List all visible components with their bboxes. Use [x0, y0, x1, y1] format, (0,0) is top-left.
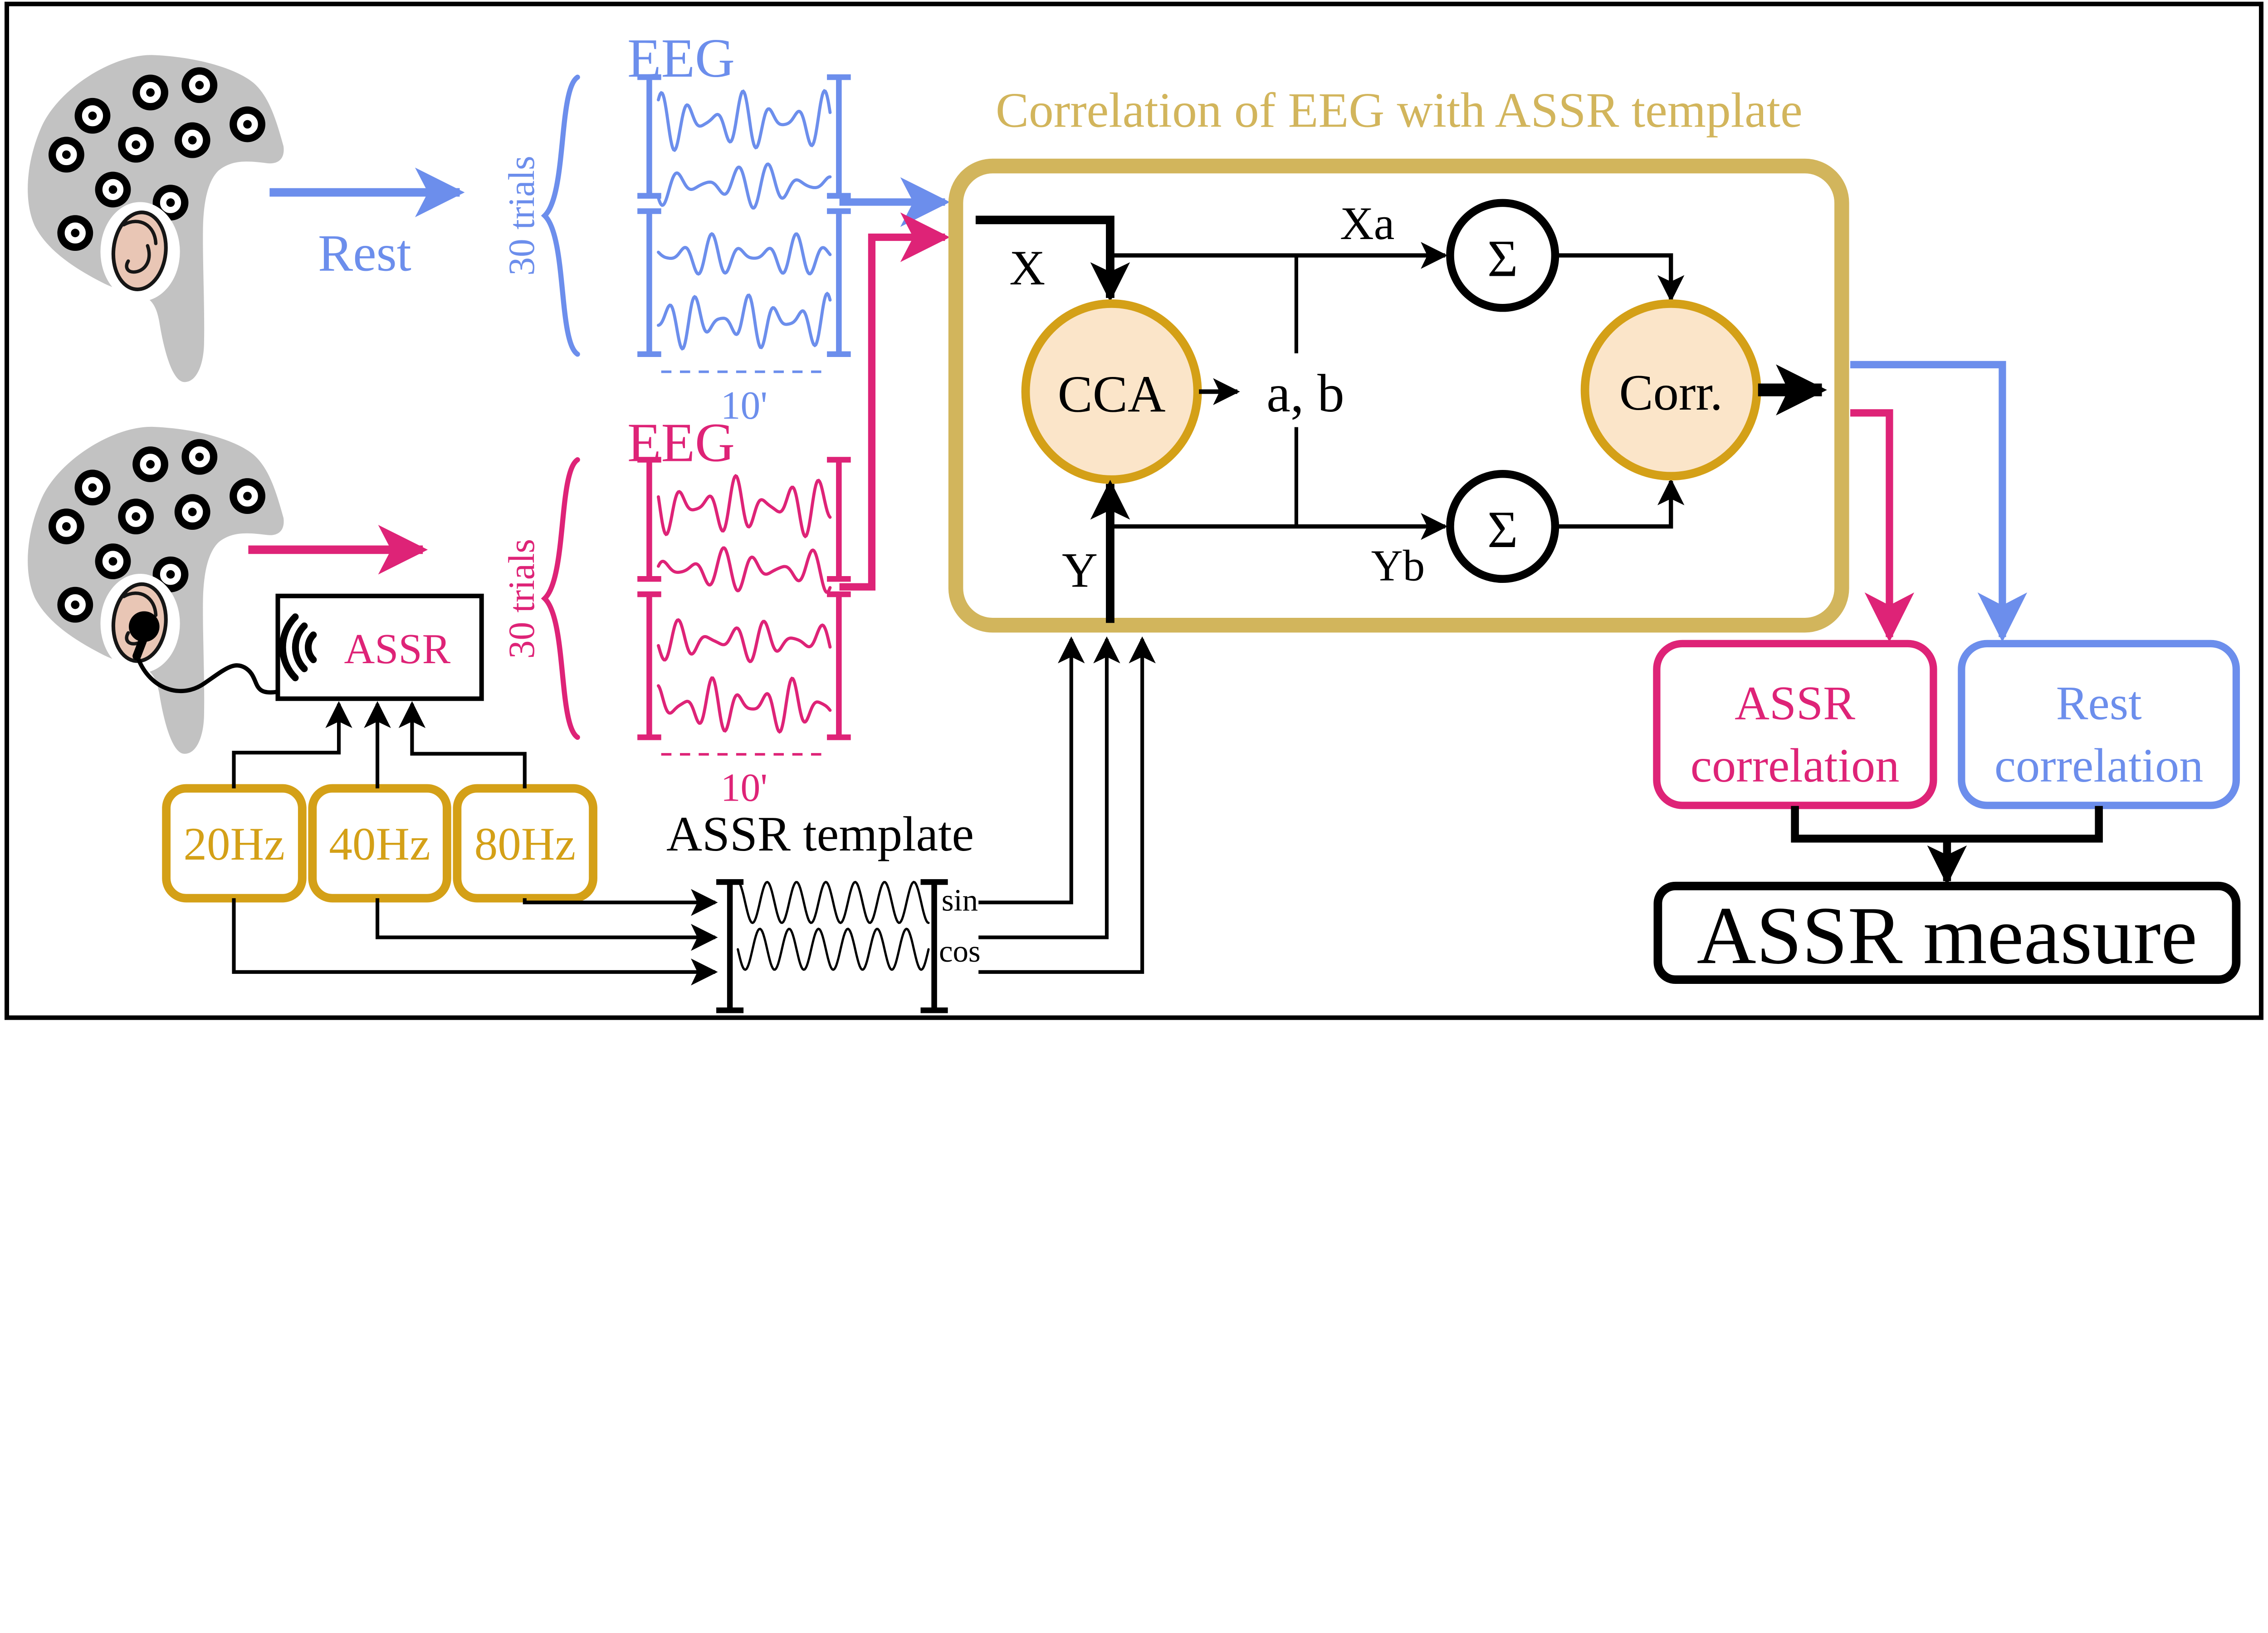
wire-80hz-to-template: [523, 889, 718, 916]
merge-bracket: [1791, 806, 2103, 843]
assr-correlation-box: [1653, 640, 1937, 809]
assr-trials-brace: [541, 457, 580, 740]
assr-duration-label: 10': [721, 766, 767, 810]
template-mid-out-line: [978, 636, 1120, 939]
eeg-bracket-bars: [637, 74, 948, 1013]
eeg-wave-trace: [657, 162, 832, 210]
assr-pipeline-figure: Rest EEG 30 trials 10' ASSR 20Hz 40Hz 80…: [5, 1, 2263, 1020]
route-assr-correlation: [1850, 409, 1915, 642]
yb-label: Yb: [1371, 541, 1425, 590]
assr-correlation-line2: correlation: [1691, 739, 1900, 792]
template-sin-out-line: [978, 636, 1085, 905]
wire-40hz-to-template: [376, 898, 718, 951]
rest-trials-label: 30 trials: [501, 156, 542, 275]
cca-node: [1021, 299, 1202, 484]
eeg-wave-trace: [657, 676, 832, 734]
freq-label-20hz: 20Hz: [183, 818, 285, 870]
freq-label-80hz: 80Hz: [474, 818, 576, 870]
route-rest-correlation: [1850, 361, 2028, 642]
earbud-icon: [129, 611, 160, 642]
sum-bottom-to-corr-line: [1555, 478, 1685, 529]
freq-box-40hz: [308, 784, 451, 903]
rest-duration-label: 10': [721, 383, 767, 427]
corr-node: [1580, 299, 1761, 481]
eeg-wave-trace: [657, 232, 832, 276]
y-label: Y: [1062, 542, 1098, 597]
corr-box-title: Correlation of EEG with ASSR template: [996, 83, 1803, 138]
assr-correlation-line1: ASSR: [1735, 676, 1855, 730]
wire-80hz-to-assr: [398, 701, 527, 788]
x-label: X: [1009, 240, 1045, 295]
trial-braces: [541, 74, 580, 740]
template-cos-out-line: [978, 636, 1156, 974]
earbud-wire: [135, 655, 278, 695]
assr-eeg-left-bracket: [637, 457, 661, 740]
eeg-wave-trace: [657, 546, 832, 594]
earbud-stem: [132, 635, 148, 660]
eeg-wave-trace: [657, 618, 832, 664]
rest-trials-brace: [541, 74, 580, 357]
speaker-waves-icon: [279, 613, 317, 681]
template-sin-label: sin: [942, 883, 978, 917]
rest-arrow-label: Rest: [318, 225, 411, 283]
assr-measure-box: [1653, 881, 2241, 984]
rest-eeg-left-bracket: [637, 74, 661, 357]
figure-border: [5, 1, 2263, 1020]
ab-label: a, b: [1266, 363, 1344, 423]
eeg-wave-trace: [657, 291, 832, 351]
cca-label: CCA: [1058, 366, 1166, 424]
assr-trials-label: 30 trials: [501, 539, 542, 659]
corr-node-label: Corr.: [1619, 365, 1723, 421]
template-left-bracket: [716, 879, 744, 1013]
xa-label: Xa: [1340, 198, 1394, 249]
assr-eeg-to-box-line: [839, 212, 950, 591]
rest-correlation-line1: Rest: [2056, 676, 2142, 730]
rest-eeg-right-bracket: [827, 74, 851, 357]
signal-traces: [657, 89, 930, 971]
assr-stimulus-label: ASSR: [344, 626, 451, 673]
assr-head: [28, 427, 284, 754]
assr-stimulus-box: [275, 593, 484, 701]
sum-symbol-bottom: Σ: [1487, 501, 1518, 559]
eeg-wave-trace: [657, 474, 832, 538]
wire-20hz-to-template: [232, 898, 718, 986]
template-wave-trace: [737, 927, 930, 971]
sum-top-to-corr-line: [1555, 253, 1685, 302]
sum-symbol-top: Σ: [1487, 230, 1518, 288]
corr-box: [948, 158, 1849, 633]
eeg-wave-trace: [657, 89, 832, 152]
wire-20hz-to-assr: [232, 701, 352, 788]
template-wave-trace: [737, 880, 930, 924]
template-title: ASSR template: [666, 806, 974, 861]
freq-label-40hz: 40Hz: [329, 818, 430, 870]
rest-correlation-box: [1958, 640, 2240, 809]
template-right-bracket: [920, 879, 948, 1013]
template-cos-label: cos: [939, 934, 981, 968]
x-input-line: [975, 215, 1130, 302]
assr-eeg-title: EEG: [627, 412, 735, 473]
assr-eeg-right-bracket: [827, 457, 851, 740]
assr-measure-label: ASSR measure: [1697, 890, 2198, 981]
rest-correlation-line2: correlation: [1994, 739, 2204, 792]
rest-head: [28, 55, 284, 382]
